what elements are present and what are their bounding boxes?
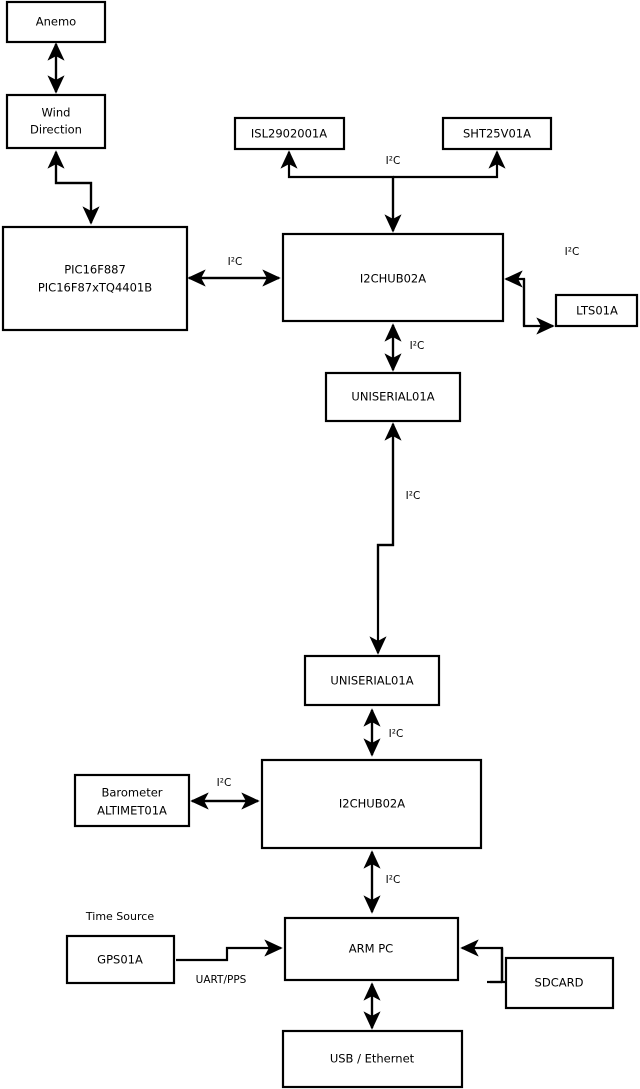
node-gps01a[interactable]: GPS01A <box>65 934 176 985</box>
node-isl2902001a-box[interactable] <box>233 116 346 151</box>
node-uniserial01a-bottom[interactable]: UNISERIAL01A <box>303 654 441 707</box>
node-anemo-box[interactable] <box>5 0 107 44</box>
node-uniserial01a-bottom-box[interactable] <box>303 654 441 707</box>
node-barometer[interactable]: Barometer ALTIMET01A <box>73 773 191 828</box>
node-i2chub02a-top-box[interactable] <box>281 232 505 323</box>
node-sht25v01a-label: SHT25V01A <box>463 127 531 141</box>
node-arm-pc[interactable]: ARM PC <box>283 916 460 982</box>
connector-hub-lts-out <box>522 279 555 335</box>
node-isl2902001a-label: ISL2902001A <box>251 127 327 141</box>
edge-label-hub-sensors: I²C <box>386 155 401 167</box>
node-uniserial01a-bottom-label: UNISERIAL01A <box>330 674 413 688</box>
node-pic[interactable]: PIC16F887 PIC16F87xTQ4401B <box>1 225 189 332</box>
node-sdcard-label: SDCARD <box>535 976 584 990</box>
node-gps01a-label: GPS01A <box>97 953 143 967</box>
connector-uniser-link-up <box>376 422 402 600</box>
connector-hub-sht <box>393 150 506 179</box>
node-gps01a-box[interactable] <box>65 934 176 985</box>
connector-gps-armpc <box>176 939 283 962</box>
edge-label-baro-hubbot: I²C <box>217 777 232 789</box>
connector-uniser-link-down <box>369 424 395 655</box>
connector-wind-pic-up <box>47 150 93 223</box>
connector-hub-lts-in <box>504 270 526 326</box>
node-lts01a-label: LTS01A <box>576 304 618 318</box>
edge-label-uniser-link: I²C <box>406 490 421 502</box>
edge-label-hub-lts: I²C <box>565 246 580 258</box>
node-sdcard-box[interactable] <box>504 956 615 1010</box>
node-i2chub02a-bottom-label: I2CHUB02A <box>339 797 405 811</box>
node-i2chub02a-bottom[interactable]: I2CHUB02A <box>260 758 483 850</box>
node-usb-ethernet[interactable]: USB / Ethernet <box>281 1029 464 1089</box>
node-wind-direction-label-line1: Wind <box>42 106 71 120</box>
node-sht25v01a[interactable]: SHT25V01A <box>441 116 553 151</box>
node-pic-label-line1: PIC16F887 <box>64 263 126 277</box>
node-i2chub02a-top[interactable]: I2CHUB02A <box>281 232 505 323</box>
node-sdcard[interactable]: SDCARD <box>504 956 615 1010</box>
node-anemo[interactable]: Anemo <box>5 0 107 44</box>
node-wind-direction-box[interactable] <box>5 93 107 150</box>
connector-wind-pic-down <box>54 152 100 225</box>
connector-hub-isl <box>280 150 395 231</box>
node-i2chub02a-top-label: I2CHUB02A <box>360 272 426 286</box>
node-wind-direction-label-line2: Direction <box>30 123 82 137</box>
edge-label-gps-arm: UART/PPS <box>196 974 247 986</box>
node-uniserial01a-top-box[interactable] <box>324 371 462 423</box>
node-lts01a[interactable]: LTS01A <box>554 293 639 328</box>
node-i2chub02a-bottom-box[interactable] <box>260 758 483 850</box>
node-pic-box[interactable] <box>1 225 189 332</box>
node-barometer-box[interactable] <box>73 773 191 828</box>
node-usb-ethernet-box[interactable] <box>281 1029 464 1089</box>
node-isl2902001a[interactable]: ISL2902001A <box>233 116 346 151</box>
edge-label-hub-uniser: I²C <box>410 340 425 352</box>
node-usb-ethernet-label: USB / Ethernet <box>330 1052 415 1066</box>
node-lts01a-box[interactable] <box>554 293 639 328</box>
node-barometer-label-line1: Barometer <box>101 786 162 800</box>
edge-label-pic-hub: I²C <box>228 256 243 268</box>
node-pic-label-line2: PIC16F87xTQ4401B <box>38 281 152 295</box>
annotation-time-source: Time Source <box>85 910 154 923</box>
node-arm-pc-box[interactable] <box>283 916 460 982</box>
node-wind-direction[interactable]: Wind Direction <box>5 93 107 150</box>
connector-armpc-sdcard-in <box>460 939 504 982</box>
node-arm-pc-label: ARM PC <box>349 942 393 956</box>
node-uniserial01a-top[interactable]: UNISERIAL01A <box>324 371 462 423</box>
edge-label-uniserbot-hubbot: I²C <box>389 728 404 740</box>
node-anemo-label: Anemo <box>36 15 76 29</box>
node-uniserial01a-top-label: UNISERIAL01A <box>351 390 434 404</box>
edge-label-hubbot-arm: I²C <box>386 874 401 886</box>
node-sht25v01a-box[interactable] <box>441 116 553 151</box>
node-barometer-label-line2: ALTIMET01A <box>97 804 167 818</box>
